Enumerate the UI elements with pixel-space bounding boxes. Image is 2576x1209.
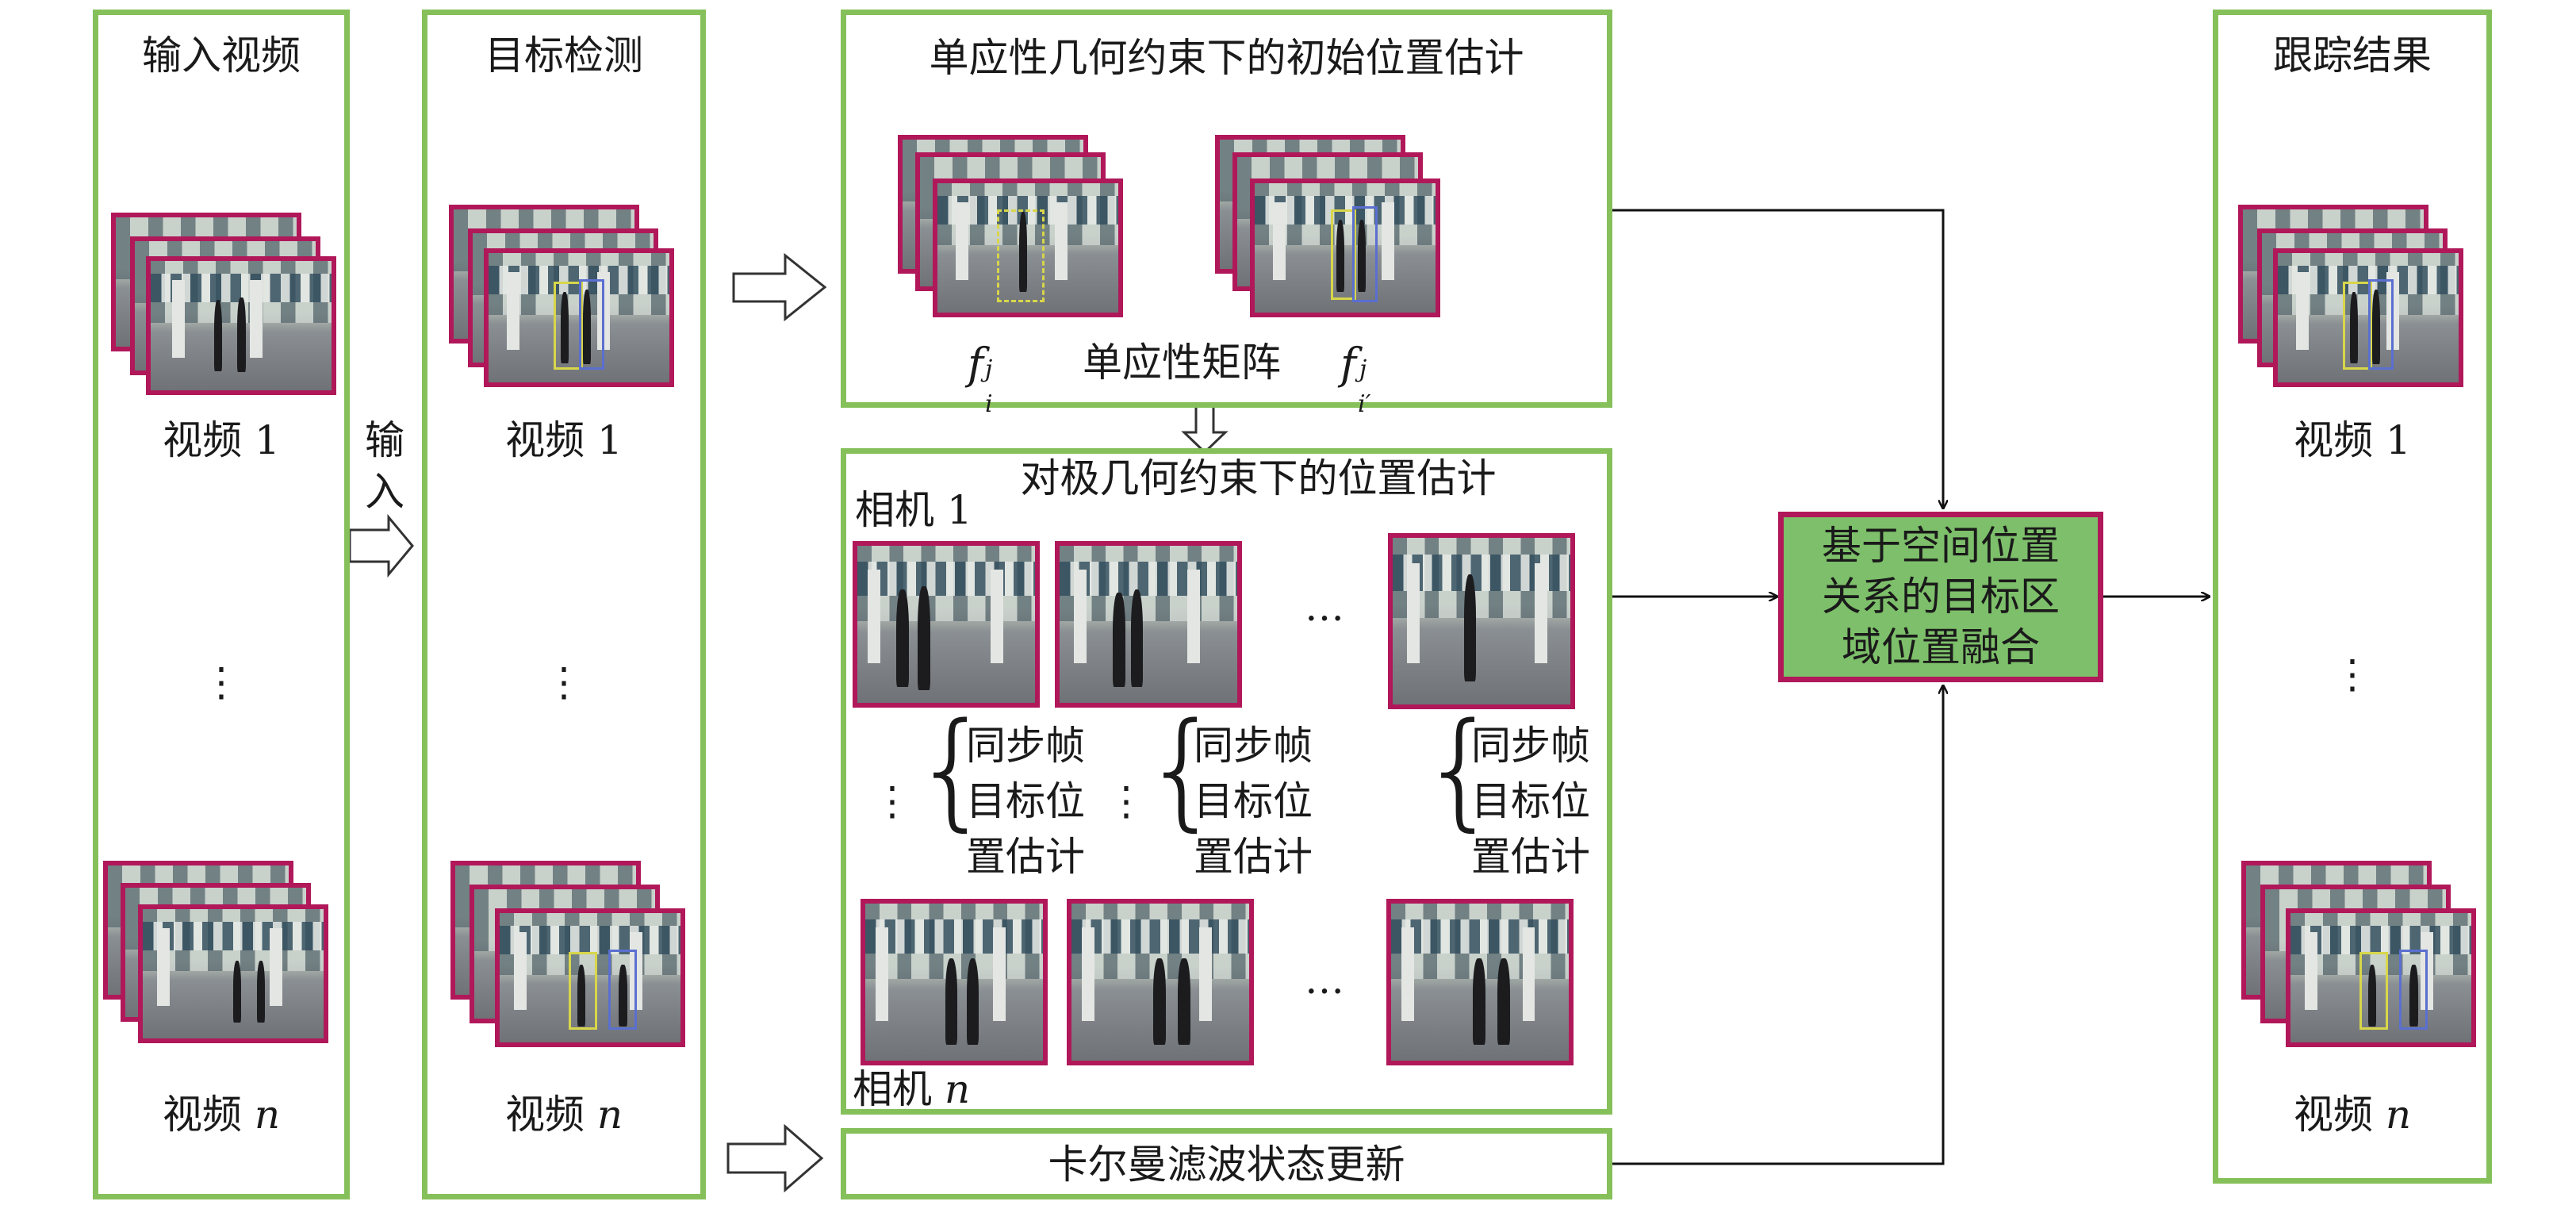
sync-block-1-line1: 同步帧 (966, 723, 1085, 769)
brace-icon: { (1142, 695, 1223, 843)
camn-hdots: … (1305, 957, 1344, 1003)
epipolar-camn-label: 相机 n (853, 1066, 971, 1112)
fusion-line2: 关系的目标区 (1822, 574, 2060, 620)
sync-block-3-line1: 同步帧 (1471, 723, 1590, 769)
detect-videon-label: 视频 n (504, 1092, 623, 1138)
epipolar-cam1-label: 相机 1 (855, 487, 972, 533)
epipolar-vdots-mid: ⋮ (1106, 778, 1146, 824)
input-arrow-label-2: 入 (365, 469, 404, 515)
hollow-arrow-icon (732, 252, 827, 322)
result-dots: ⋮ (2333, 651, 2372, 697)
input-video1-label: 视频 1 (163, 417, 280, 463)
detect-panel-title: 目标检测 (485, 33, 643, 79)
detect-dots: ⋮ (544, 659, 584, 705)
brace-icon: { (1420, 695, 1501, 843)
cam1-frame-1 (853, 541, 1040, 708)
brace-icon: { (912, 695, 993, 843)
homography-panel-title: 单应性几何约束下的初始位置估计 (929, 35, 1524, 81)
input-dots: ⋮ (201, 659, 241, 705)
result-videon-label: 视频 n (2293, 1092, 2412, 1138)
sync-block-2-line1: 同步帧 (1194, 723, 1313, 769)
camn-frame-2 (1067, 899, 1254, 1065)
epipolar-vdots-left: ⋮ (872, 778, 912, 824)
input-arrow-label-1: 输 (365, 417, 404, 463)
sync-block-3-line3: 置估计 (1471, 834, 1590, 880)
sync-block-3-line2: 目标位 (1471, 778, 1590, 824)
detect-video1-label: 视频 1 (505, 417, 623, 463)
cam1-frame-n (1388, 533, 1575, 709)
fusion-line3: 域位置融合 (1842, 624, 2040, 670)
panel-kalman-update (841, 1128, 1612, 1199)
cam1-hdots: … (1305, 584, 1344, 630)
sync-block-1-line2: 目标位 (966, 778, 1085, 824)
fusion-line1: 基于空间位置 (1822, 523, 2060, 569)
result-panel-title: 跟踪结果 (2273, 33, 2432, 79)
input-videon-label: 视频 n (162, 1092, 281, 1138)
hollow-arrow-icon (726, 1123, 824, 1193)
camn-frame-n (1386, 899, 1574, 1065)
hollow-arrow-icon (1181, 405, 1229, 455)
camn-frame-1 (861, 899, 1048, 1065)
hollow-arrow-icon (348, 513, 414, 578)
sync-block-1-line3: 置估计 (966, 834, 1085, 880)
homography-matrix-label: 单应性矩阵 (1083, 340, 1281, 386)
kalman-panel-title: 卡尔曼滤波状态更新 (1048, 1142, 1405, 1188)
arrow-homography-to-fusion (1612, 209, 1943, 508)
arrow-kalman-to-fusion (1612, 686, 1943, 1165)
sync-block-2-line2: 目标位 (1194, 778, 1313, 824)
sync-block-2-line3: 置估计 (1194, 834, 1313, 880)
result-video1-label: 视频 1 (2294, 417, 2411, 463)
fusion-box: 基于空间位置 关系的目标区 域位置融合 (1778, 512, 2103, 682)
epipolar-panel-title: 对极几何约束下的位置估计 (1020, 455, 1497, 501)
input-panel-title: 输入视频 (142, 33, 301, 79)
cam1-frame-2 (1055, 541, 1242, 708)
